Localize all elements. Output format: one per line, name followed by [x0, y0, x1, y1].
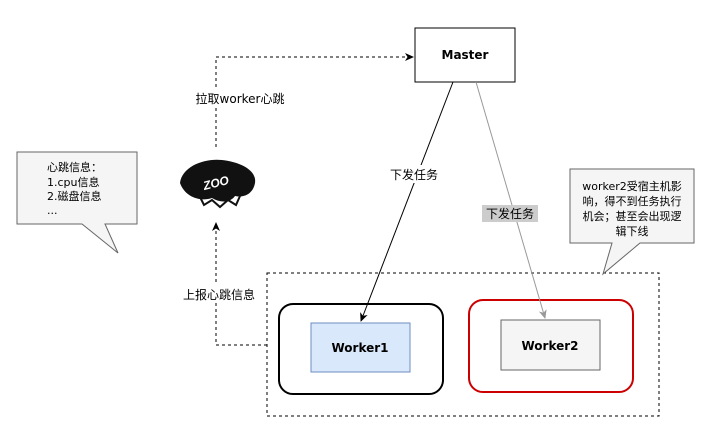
worker2-warning-line-3: 机会；甚至会出现逻 — [583, 209, 682, 223]
pull-heartbeat-arrow — [215, 53, 414, 147]
heartbeat-info-callout[interactable] — [16, 151, 138, 254]
pull-heartbeat-label-bg — [186, 89, 292, 107]
report-heartbeat-label: 上报心跳信息 — [183, 287, 255, 302]
dispatch-task-label-bg — [386, 165, 442, 183]
worker1-node[interactable] — [310, 322, 411, 373]
worker2-node[interactable] — [500, 319, 601, 371]
master-node[interactable] — [414, 27, 516, 83]
heartbeat-info-line-4: ... — [47, 204, 58, 217]
worker2-warning-callout[interactable] — [569, 168, 695, 276]
heartbeat-info-line-3: 2.磁盘信息 — [47, 189, 102, 203]
worker2-warning-line-4: 辑下线 — [616, 224, 649, 238]
dispatch-task-arrow — [360, 81, 454, 322]
worker2-label: Worker2 — [521, 339, 578, 353]
worker2-warning-line-2: 响，得不到任务执行 — [583, 194, 682, 208]
report-heartbeat-arrow — [212, 222, 267, 346]
master-label: Master — [442, 48, 489, 62]
dispatch-task-faded-label: 下发任务 — [486, 206, 534, 221]
heartbeat-info-line-1: 心跳信息： — [47, 160, 102, 174]
worker1-label: Worker1 — [331, 341, 388, 355]
dispatch-task-faded-arrow — [475, 81, 547, 319]
dispatch-task-faded-label-bg — [482, 205, 538, 222]
report-heartbeat-label-bg — [176, 285, 262, 303]
zookeeper-logo-icon[interactable]: ZOO — [180, 159, 256, 209]
heartbeat-info-line-2: 1.cpu信息 — [47, 175, 100, 189]
zookeeper-logo-text: ZOO — [201, 173, 231, 193]
dispatch-task-label: 下发任务 — [390, 167, 438, 182]
worker2-warning-line-1: worker2受宿主机影 — [582, 179, 682, 193]
pull-heartbeat-label: 拉取worker心跳 — [196, 91, 285, 106]
